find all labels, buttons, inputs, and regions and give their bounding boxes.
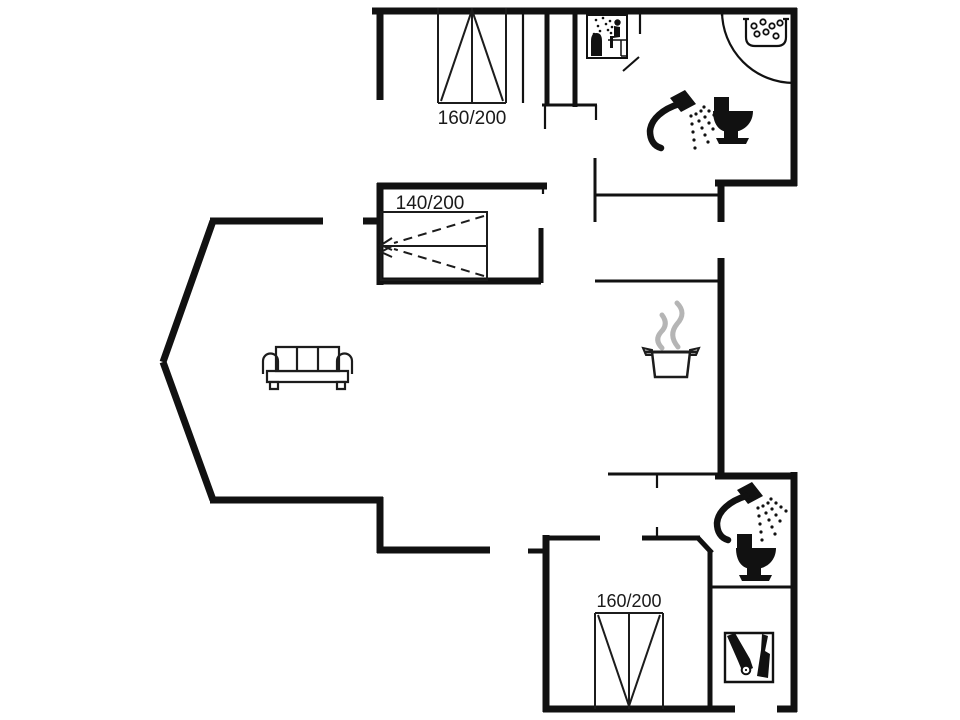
sofa-cushions xyxy=(274,345,341,373)
sauna-steam-dots xyxy=(592,16,614,36)
shower-icon-top xyxy=(650,90,721,150)
wall-segment xyxy=(528,8,714,711)
sauna-door-swing xyxy=(622,56,640,72)
pot-body xyxy=(650,350,692,379)
sauna-bench xyxy=(608,39,628,57)
toilet-icon-bottom xyxy=(736,534,776,581)
cleaning-equipment-icon xyxy=(723,631,775,684)
bed-label-middle: 140/200 xyxy=(396,193,465,214)
cleaning-frame xyxy=(723,631,775,684)
shower-icon-bottom xyxy=(717,482,788,542)
steam-wisps xyxy=(655,300,685,351)
sauna-icon xyxy=(586,14,628,59)
cleaning-tool-left xyxy=(727,633,753,673)
sofa-arm-left xyxy=(261,352,280,374)
bed-double-middle xyxy=(378,211,488,281)
wall-segment xyxy=(542,103,794,589)
wall-details xyxy=(521,8,795,539)
whirlpool-bubbles xyxy=(750,18,784,40)
bed-pullout-dashes xyxy=(393,215,485,277)
sofa-arm-right xyxy=(335,352,354,374)
whirlpool-icon xyxy=(743,17,789,48)
sauna-heater xyxy=(591,33,602,56)
bed-outline xyxy=(380,211,488,281)
sauna-person-head xyxy=(614,19,621,26)
wall-jamb-ticks xyxy=(521,8,724,539)
sofa-icon xyxy=(261,345,354,391)
sofa-feet xyxy=(268,380,347,391)
toilet-icon-top xyxy=(713,97,753,144)
sauna-frame xyxy=(586,14,628,59)
bed-outline xyxy=(594,612,664,709)
sofa-seat xyxy=(265,369,350,384)
cleaning-tool-wheel-hub xyxy=(744,668,748,672)
bed-pullout-arrows xyxy=(378,237,393,258)
interior-walls-light xyxy=(542,103,794,589)
cleaning-tool-right xyxy=(757,634,770,678)
cooking-pot-icon xyxy=(641,300,701,379)
bed-outline xyxy=(437,8,507,104)
bed-label-bottom: 160/200 xyxy=(596,591,661,611)
interior-walls-medium xyxy=(528,8,714,711)
sauna-person-body xyxy=(610,26,620,48)
bed-double-top xyxy=(437,8,507,104)
whirlpool-tub xyxy=(743,17,789,48)
entrance-door-arc xyxy=(720,10,795,85)
bed-label-top: 160/200 xyxy=(438,108,507,129)
bed-double-bottom xyxy=(594,612,664,709)
